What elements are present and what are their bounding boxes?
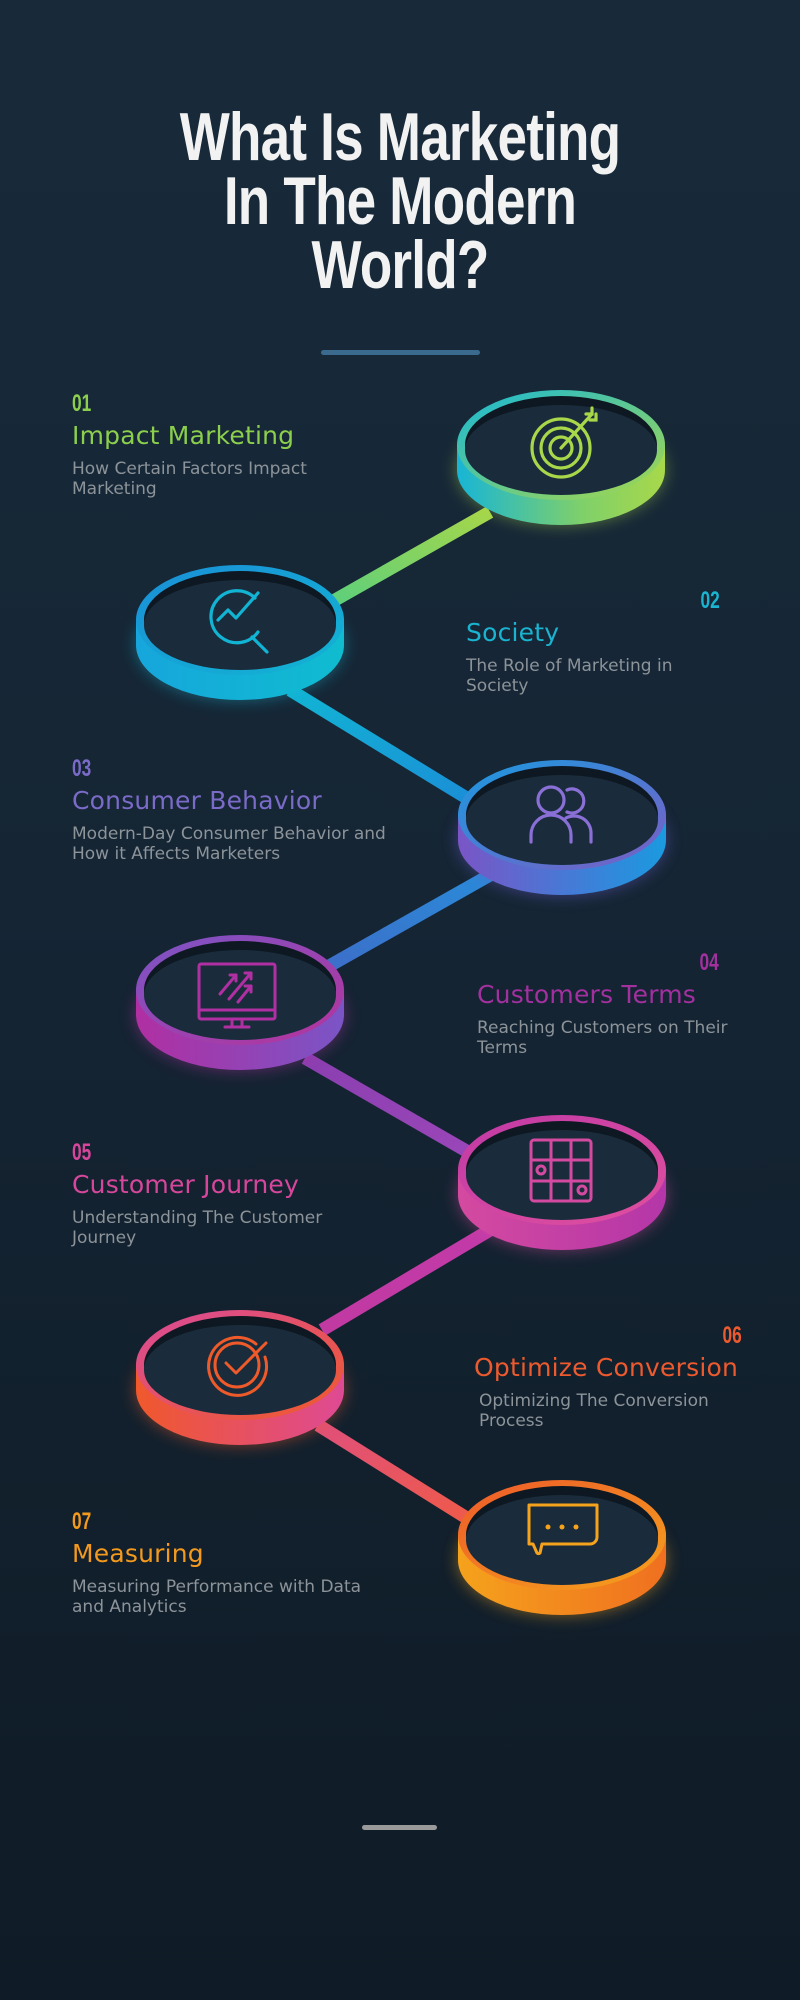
step-title: Society bbox=[466, 618, 560, 647]
step-5: 05 Customer Journey Understanding The Cu… bbox=[72, 1139, 412, 1249]
step-subtitle: Modern-Day Consumer Behavior and How it … bbox=[72, 824, 386, 864]
users-icon bbox=[529, 785, 593, 844]
step-title: Impact Marketing bbox=[72, 421, 295, 450]
step-subtitle: Measuring Performance with Data and Anal… bbox=[72, 1577, 362, 1617]
disc-6 bbox=[136, 1310, 344, 1445]
disc-1 bbox=[457, 390, 665, 525]
title-line-3: World? bbox=[311, 227, 489, 303]
step-number: 05 bbox=[72, 1139, 92, 1166]
step-subtitle: Reaching Customers on Their Terms bbox=[477, 1018, 728, 1058]
check-circle-icon bbox=[207, 1335, 269, 1397]
step-number: 03 bbox=[72, 755, 92, 782]
page-title: What Is Marketing In The Modern World? bbox=[88, 99, 712, 303]
step-7: 07 Measuring Measuring Performance with … bbox=[72, 1508, 392, 1618]
bottom-bar bbox=[362, 1825, 437, 1830]
chat-bubble-icon bbox=[527, 1503, 599, 1556]
step-subtitle: How Certain Factors Impact Marketing bbox=[72, 459, 307, 499]
step-4: 04 Customers Terms Reaching Customers on… bbox=[477, 949, 777, 1059]
step-title: Consumer Behavior bbox=[72, 786, 322, 815]
step-2: 02 Society The Role of Marketing in Soci… bbox=[466, 587, 726, 697]
step-title: Customer Journey bbox=[72, 1170, 299, 1199]
step-subtitle: Understanding The Customer Journey bbox=[72, 1208, 323, 1248]
step-title: Measuring bbox=[72, 1539, 204, 1568]
step-number: 07 bbox=[72, 1508, 92, 1535]
step-3: 03 Consumer Behavior Modern-Day Consumer… bbox=[72, 755, 432, 865]
step-number: 01 bbox=[72, 390, 92, 417]
step-1: 01 Impact Marketing How Certain Factors … bbox=[72, 390, 392, 500]
target-icon bbox=[530, 406, 598, 479]
monitor-growth-icon bbox=[197, 962, 277, 1029]
step-6: 06 Optimize Conversion Optimizing The Co… bbox=[474, 1322, 794, 1432]
disc-5 bbox=[458, 1115, 666, 1250]
step-number: 06 bbox=[722, 1322, 742, 1349]
title-line-1: What Is Marketing bbox=[179, 99, 621, 175]
disc-4 bbox=[136, 935, 344, 1070]
step-number: 02 bbox=[700, 587, 720, 614]
title-line-2: In The Modern bbox=[223, 163, 577, 239]
step-subtitle: The Role of Marketing in Society bbox=[466, 656, 673, 696]
step-title: Optimize Conversion bbox=[474, 1353, 739, 1382]
step-title: Customers Terms bbox=[477, 980, 697, 1009]
step-subtitle: Optimizing The Conversion Process bbox=[479, 1391, 709, 1431]
grid-board-icon bbox=[529, 1138, 593, 1203]
step-number: 04 bbox=[699, 949, 719, 976]
connector-lines bbox=[286, 506, 494, 1526]
disc-2 bbox=[136, 565, 344, 700]
disc-3 bbox=[458, 760, 666, 895]
title-divider bbox=[321, 350, 480, 355]
analytics-search-icon bbox=[209, 589, 269, 654]
disc-7 bbox=[458, 1480, 666, 1615]
